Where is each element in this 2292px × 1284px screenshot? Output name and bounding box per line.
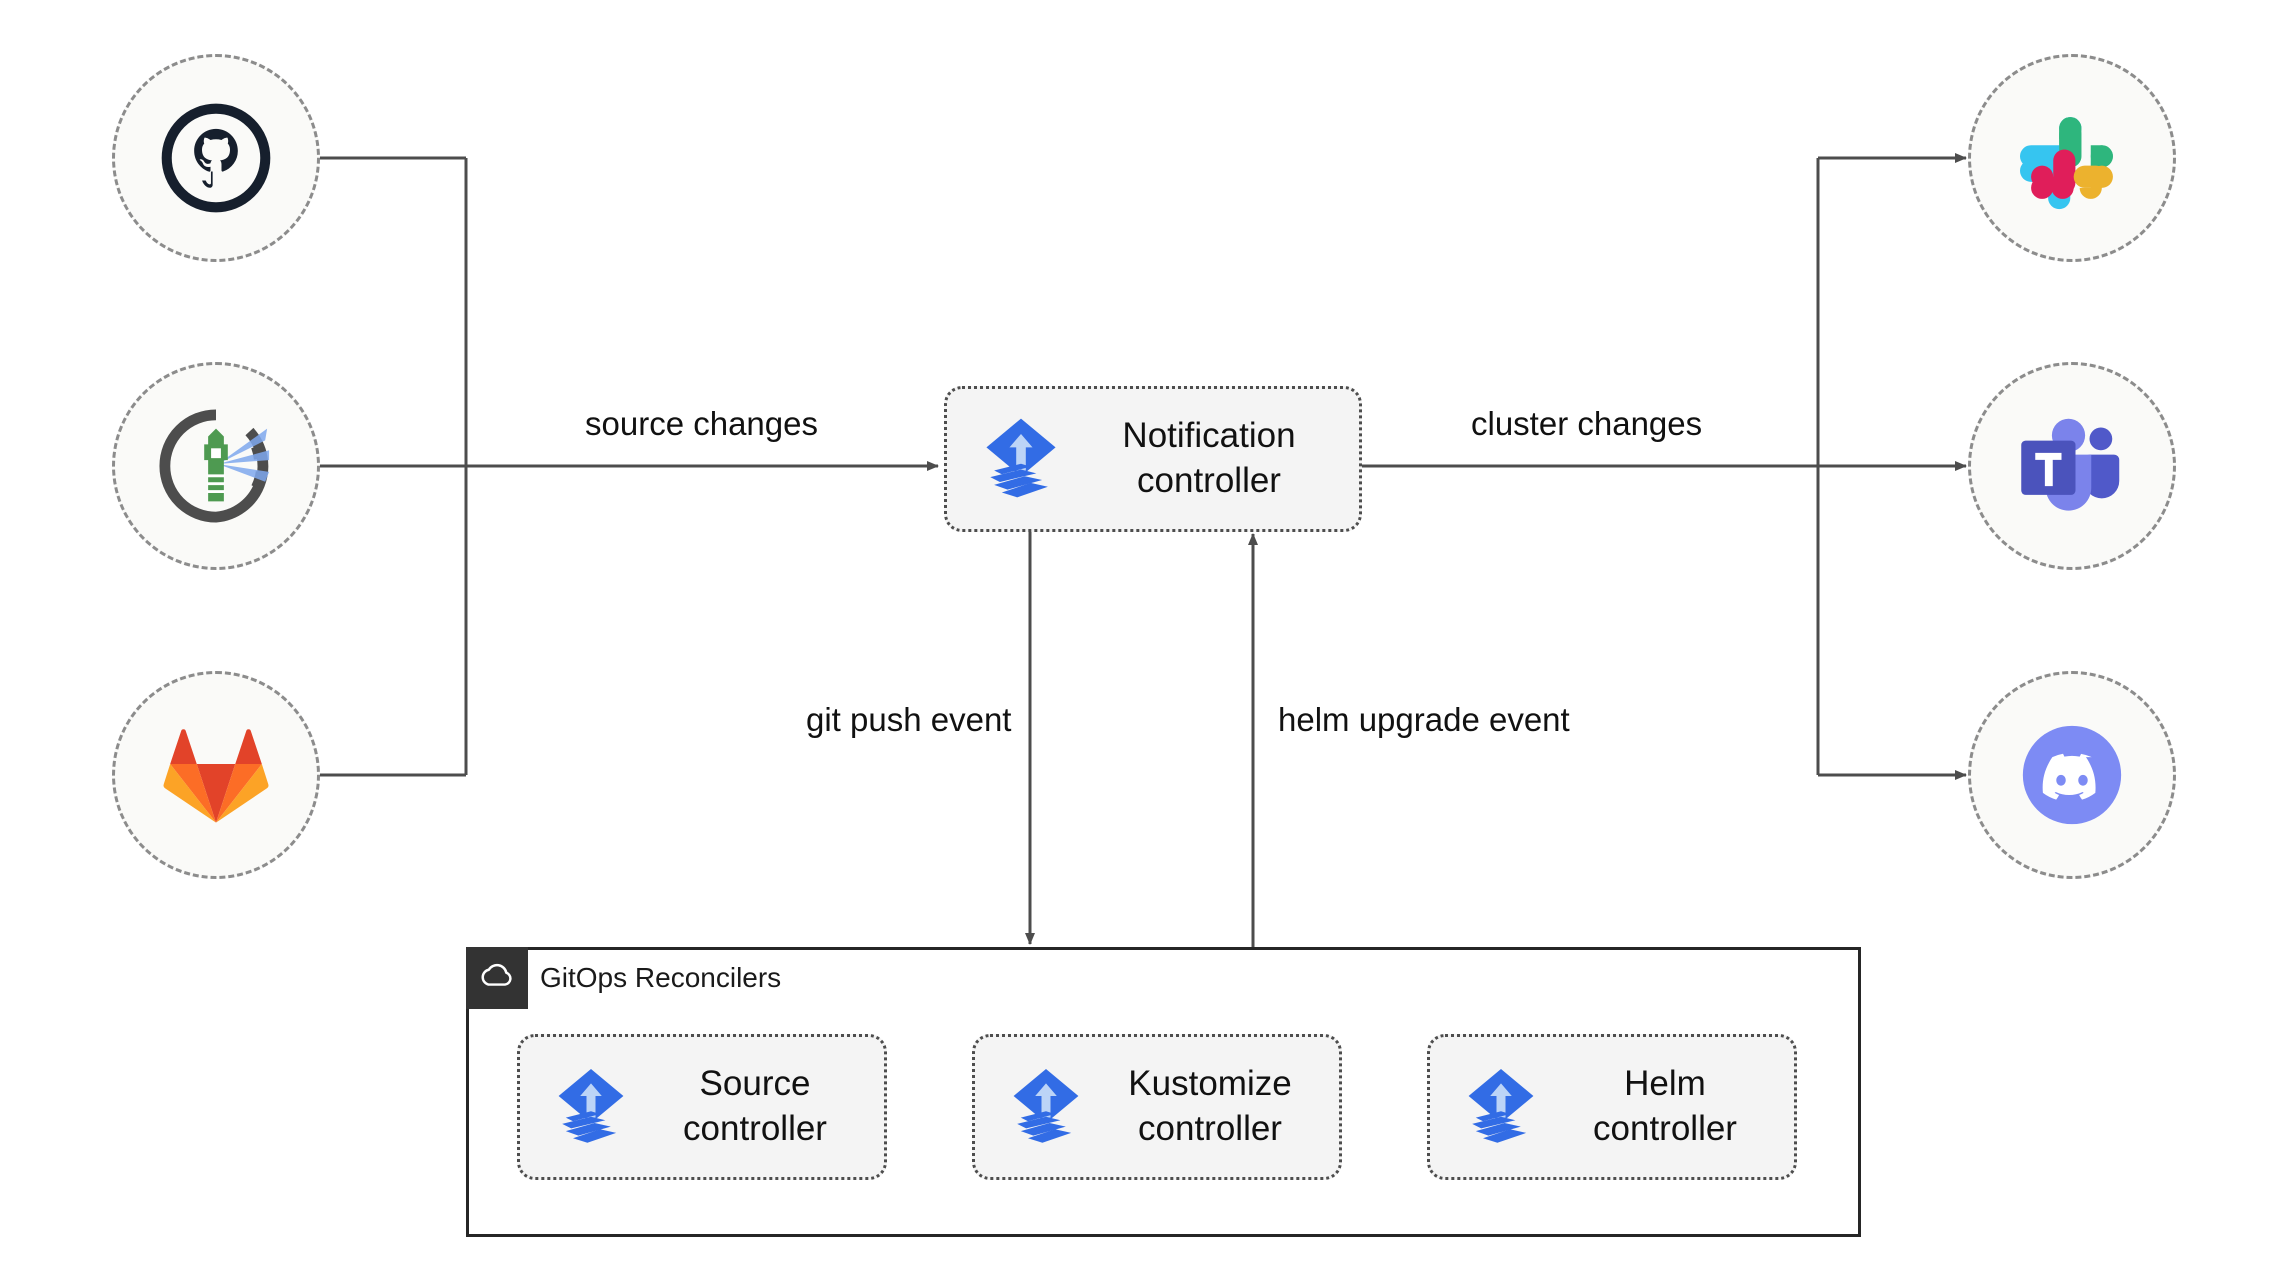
discord-icon (2019, 722, 2125, 828)
microsoft-teams-icon (2016, 416, 2128, 516)
source-node-github[interactable] (112, 54, 320, 262)
destination-node-teams[interactable] (1968, 362, 2176, 570)
edge-label-cluster-changes: cluster changes (1471, 405, 1703, 442)
source-node-gitlab[interactable] (112, 671, 320, 879)
edge-label-git-push-event: git push event (806, 701, 1012, 738)
gitops-reconcilers-title: GitOps Reconcilers (540, 962, 782, 993)
flux-lighthouse-icon (157, 407, 275, 525)
slack-icon (2020, 106, 2124, 210)
flux-logo-icon (1456, 1060, 1546, 1155)
destination-node-discord[interactable] (1968, 671, 2176, 879)
flux-logo-icon (1001, 1060, 1091, 1155)
edge-label-source-changes: source changes (585, 405, 818, 442)
github-icon (160, 102, 272, 214)
edge-label-helm-upgrade-event: helm upgrade event (1278, 701, 1570, 738)
destination-node-slack[interactable] (1968, 54, 2176, 262)
flux-logo-icon (546, 1060, 636, 1155)
flux-logo-icon (973, 409, 1069, 510)
gitops-reconcilers-tab (466, 947, 528, 1009)
gitlab-icon (161, 723, 271, 827)
cloud-icon (478, 962, 516, 995)
source-node-flux[interactable] (112, 362, 320, 570)
